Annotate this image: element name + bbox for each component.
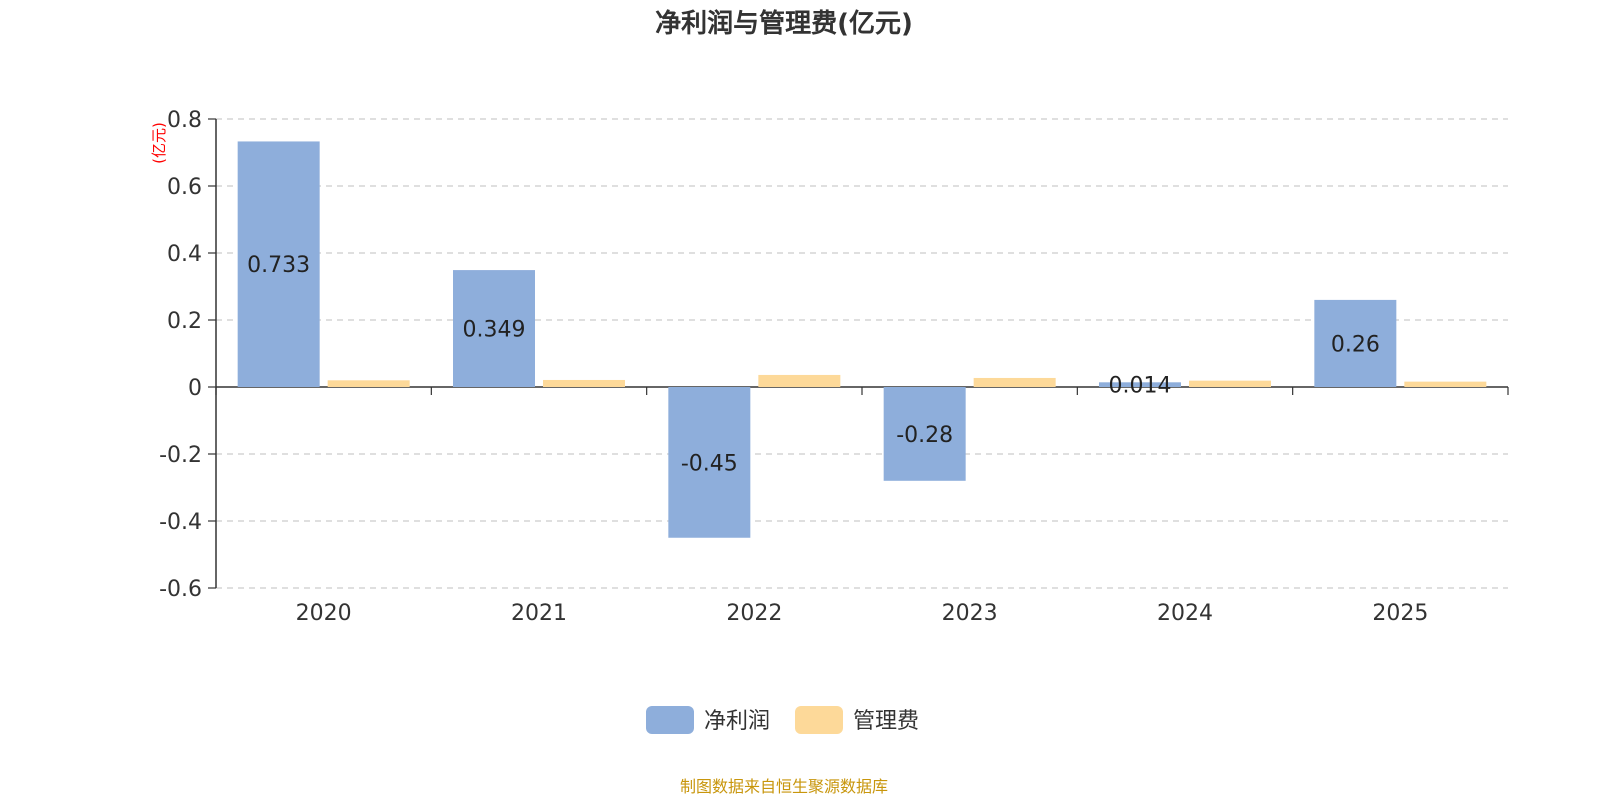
bar-net-profit — [453, 270, 535, 387]
y-tick-label: 0.2 — [167, 309, 202, 334]
data-label: -0.45 — [681, 451, 738, 476]
bar-net-profit — [668, 387, 751, 538]
data-label: 0.26 — [1331, 332, 1380, 357]
bar-admin-expense — [973, 377, 1056, 387]
y-axis-unit: (亿元) — [150, 122, 168, 164]
bar-admin-expense — [543, 379, 625, 387]
bar-admin-expense — [327, 380, 410, 387]
bar-net-profit — [1099, 382, 1181, 387]
y-tick-label: 0 — [188, 376, 202, 401]
legend-swatch[interactable] — [646, 706, 694, 734]
data-label: -0.28 — [896, 423, 953, 448]
x-tick-label: 2020 — [296, 601, 352, 626]
y-tick-label: -0.4 — [159, 510, 202, 535]
chart-title: 净利润与管理费(亿元) — [655, 8, 913, 39]
data-label: 0.733 — [247, 253, 310, 278]
legend-label[interactable]: 净利润 — [704, 709, 770, 734]
y-tick-label: -0.6 — [159, 577, 202, 602]
data-labels: 0.733 0.349 -0.45 -0.28 0.014 0.26 — [247, 253, 1380, 476]
bar-net-profit — [883, 387, 966, 481]
grid — [216, 118, 1508, 589]
x-tick-label: 2022 — [726, 601, 782, 626]
bar-admin-expense — [1404, 381, 1487, 387]
x-tick-label: 2023 — [942, 601, 998, 626]
x-tick-label: 2021 — [511, 601, 567, 626]
source-note: 制图数据来自恒生聚源数据库 — [680, 777, 888, 796]
y-tick-label: 0.6 — [167, 175, 202, 200]
legend-label[interactable]: 管理费 — [853, 709, 919, 734]
data-label: 0.014 — [1109, 374, 1172, 399]
bar-admin-expense — [1189, 380, 1271, 387]
x-tick-label: 2025 — [1372, 601, 1428, 626]
bars — [237, 141, 1487, 538]
bar-admin-expense — [758, 374, 841, 387]
legend[interactable]: 净利润 管理费 — [646, 706, 919, 734]
y-tick-label: 0.4 — [167, 242, 202, 267]
y-tick-label: -0.2 — [159, 443, 202, 468]
bar-net-profit — [237, 141, 320, 387]
legend-swatch[interactable] — [795, 706, 843, 734]
data-label: 0.349 — [463, 318, 526, 343]
y-tick-label: 0.8 — [167, 108, 202, 133]
x-tick-label: 2024 — [1157, 601, 1213, 626]
axes: 0.8 0.6 0.4 0.2 0 -0.2 -0.4 -0.6 2020 2021 2022 202… — [159, 108, 1509, 626]
bar-net-profit — [1314, 299, 1397, 387]
